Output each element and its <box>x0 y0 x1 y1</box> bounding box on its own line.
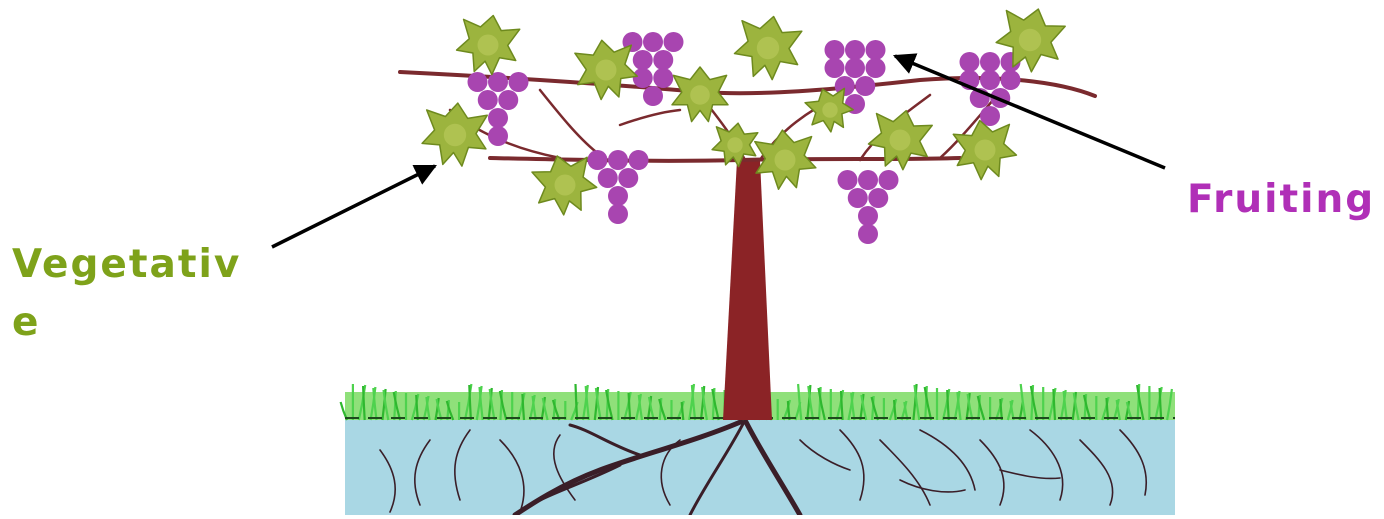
cane <box>620 110 680 125</box>
leaf <box>672 67 728 122</box>
leaf-highlight <box>444 124 466 146</box>
grape-berry <box>498 90 518 110</box>
leaf-highlight <box>890 130 911 151</box>
grape-cluster <box>838 170 899 244</box>
grape-berry <box>618 168 638 188</box>
grape-berry <box>825 40 845 60</box>
grape-berry <box>608 186 628 206</box>
leaf <box>575 40 637 99</box>
grape-berry <box>608 204 628 224</box>
trunk <box>723 160 772 420</box>
leaf-highlight <box>478 35 499 56</box>
grape-berry <box>488 72 508 92</box>
arrow-fruiting <box>895 56 1165 168</box>
grape-berry <box>848 188 868 208</box>
leaf-highlight <box>822 102 837 117</box>
grape-berry <box>879 170 899 190</box>
grape-berry <box>629 150 649 170</box>
grape-berry <box>633 68 653 88</box>
grape-berry <box>478 90 498 110</box>
leaf <box>755 130 816 189</box>
leaf-highlight <box>727 137 742 152</box>
leaf <box>457 16 520 75</box>
grape-berry <box>653 50 673 70</box>
leaf-highlight <box>555 175 576 196</box>
grape-berry <box>488 126 508 146</box>
grape-berry <box>868 188 888 208</box>
grape-cluster <box>623 32 684 106</box>
grape-berry <box>598 168 618 188</box>
cane <box>540 90 600 155</box>
leaf <box>953 121 1016 180</box>
grape-berry <box>488 108 508 128</box>
grape-berry <box>866 40 886 60</box>
grape-berry <box>643 86 663 106</box>
grape-berry <box>838 170 858 190</box>
leaf-highlight <box>596 60 617 81</box>
grape-berry <box>845 40 865 60</box>
grape-berry <box>858 224 878 244</box>
soil <box>345 418 1175 515</box>
grape-berry <box>653 68 673 88</box>
grape-cluster <box>960 52 1021 126</box>
grape-berry <box>980 70 1000 90</box>
vegetative-label: Vegetative <box>12 236 252 352</box>
grape-berry <box>858 206 878 226</box>
soil-layer <box>345 418 1175 515</box>
leaf-highlight <box>775 150 796 171</box>
grape-berry <box>509 72 529 92</box>
leaf-highlight <box>757 37 779 59</box>
leaf-highlight <box>1019 29 1041 51</box>
arrow-vegetative <box>272 166 435 247</box>
grape-berry <box>633 50 653 70</box>
grass-blade <box>576 384 578 420</box>
grape-berry <box>643 32 663 52</box>
grape-berry <box>866 58 886 78</box>
grape-berry <box>960 52 980 72</box>
grape-berry <box>664 32 684 52</box>
grape-berry <box>980 52 1000 72</box>
grape-berry <box>855 76 875 96</box>
grape-berry <box>588 150 608 170</box>
leaf <box>735 17 802 80</box>
fruiting-label: Fruiting <box>1187 180 1375 219</box>
leaf <box>422 103 487 166</box>
grape-berry <box>825 58 845 78</box>
grape-berry <box>1001 70 1021 90</box>
grape-berry <box>858 170 878 190</box>
grape-berry <box>468 72 488 92</box>
leaf-highlight <box>975 140 996 161</box>
trunk-layer <box>723 160 772 420</box>
leaf <box>532 156 597 215</box>
grape-berry <box>608 150 628 170</box>
grape-berry <box>845 58 865 78</box>
leaf-highlight <box>690 85 710 105</box>
